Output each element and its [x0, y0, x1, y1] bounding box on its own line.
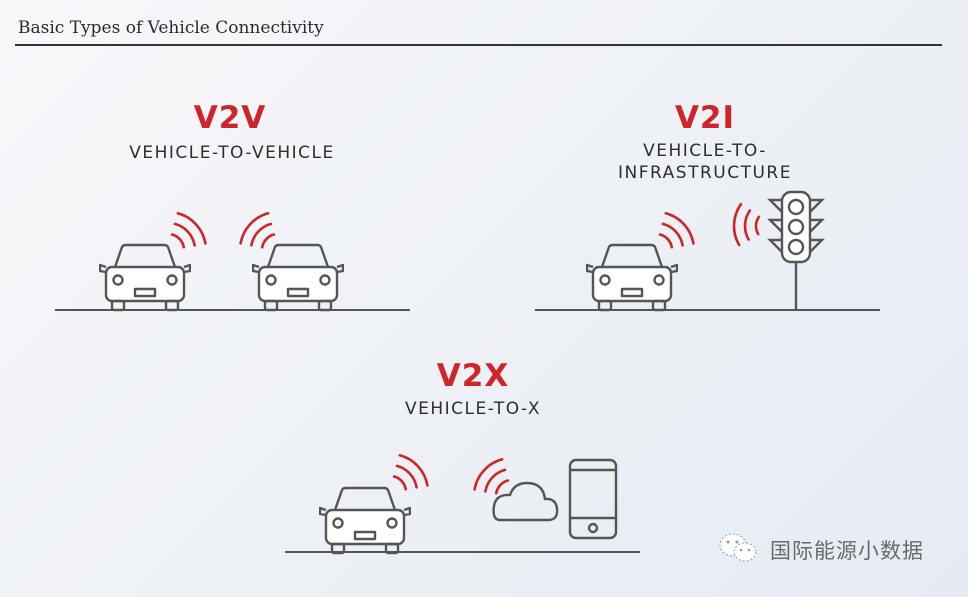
v2v-subtitle: VEHICLE-TO-VEHICLE: [129, 143, 335, 163]
smartphone-icon: [568, 458, 618, 540]
watermark-text: 国际能源小数据: [770, 539, 924, 563]
car-icon: [253, 245, 343, 310]
signal-waves-icon: [239, 211, 276, 249]
title-divider: [15, 44, 942, 46]
car-icon: [320, 488, 410, 553]
v2x-subtitle: VEHICLE-TO-X: [405, 399, 541, 419]
car-icon: [587, 245, 677, 310]
signal-waves-icon: [170, 211, 207, 249]
cloud-icon: [492, 481, 559, 522]
wechat-icon: [719, 533, 757, 562]
v2i-title: V2I: [674, 100, 736, 136]
v2i-subtitle-line1: VEHICLE-TO-: [643, 141, 767, 161]
signal-waves-icon: [473, 457, 510, 495]
signal-waves-icon: [392, 453, 429, 491]
car-icon: [100, 245, 190, 310]
signal-waves-icon: [732, 202, 761, 247]
traffic-light-icon: [767, 190, 825, 310]
v2i-subtitle-line2: INFRASTRUCTURE: [618, 163, 792, 183]
v2v-title: V2V: [193, 100, 267, 136]
signal-waves-icon: [658, 211, 695, 249]
page-title: Basic Types of Vehicle Connectivity: [18, 18, 324, 38]
v2x-title: V2X: [436, 358, 510, 394]
